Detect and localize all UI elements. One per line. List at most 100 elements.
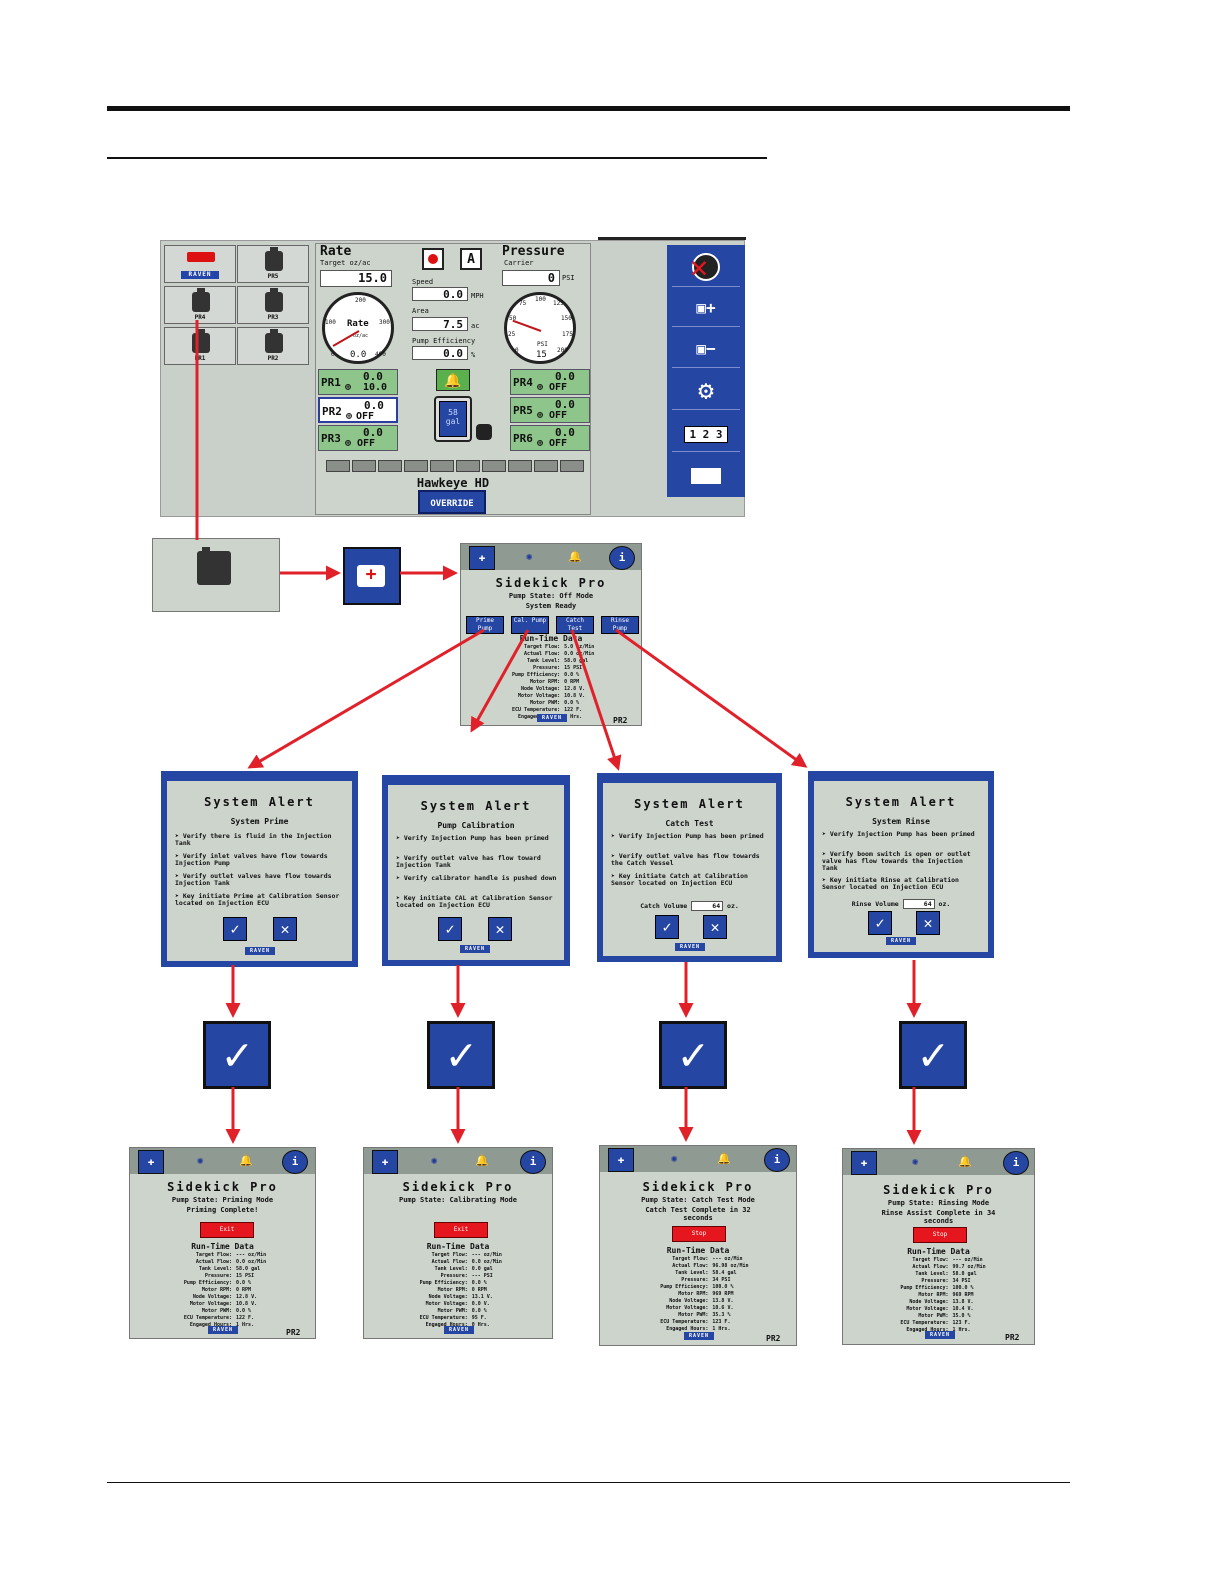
tab-diagnostics[interactable]: ✚ [372,1150,398,1174]
runtime-row: Pressure:34 PSI [608,1277,788,1284]
runtime-value: 1 Hrs. [952,1327,971,1333]
runtime-value: --- PSI [471,1273,493,1279]
tab-spray[interactable]: ✺ [662,1148,686,1170]
settings-gears-icon[interactable]: ⚙ [672,372,740,410]
runtime-value: 0.0 % [471,1308,487,1314]
bell-icon[interactable]: 🔔 [470,1150,494,1172]
cancel-button[interactable]: ✕ [273,917,297,941]
bell-icon[interactable]: 🔔 [563,546,587,568]
pump-state: Pump State: Calibrating Mode [398,1196,517,1204]
alert-body: System Alert System Rinse Verify Injecti… [814,781,988,952]
rate-target-field[interactable]: 15.0 [320,270,392,287]
channel-target: OFF [357,438,376,449]
runtime-key: Engaged Hours: [189,1322,233,1328]
product-button-pr3[interactable]: PR3 [237,286,309,324]
channel-pr3[interactable]: PR3 0.0 ⊕ OFF [318,425,398,451]
cancel-button[interactable]: ✕ [703,915,727,939]
pump-efficiency-field: 0.0 [412,346,468,360]
info-icon[interactable]: i [1003,1151,1029,1175]
runtime-value: 35.0 % [952,1313,971,1319]
prime-pump-button[interactable]: Prime Pump [466,616,504,634]
nozzle-icon[interactable] [672,456,740,494]
tab-diagnostics[interactable]: ✚ [469,546,495,570]
cancel-button[interactable]: ✕ [916,911,940,935]
gauge-tick: 25 [508,331,516,338]
record-icon[interactable] [422,248,444,270]
catch-volume-input[interactable]: 64 [691,901,724,911]
channel-rate: 0.0 [555,398,575,411]
alarm-bell-icon[interactable]: 🔔 [436,369,470,391]
raven-logo: RAVEN [181,271,219,279]
product-button-raven[interactable]: RAVEN [164,245,236,283]
runtime-key: Motor RPM: [530,679,561,685]
carrier-unit: PSI [562,274,575,282]
product-tag: PR2 [766,1334,781,1343]
catch-test-button[interactable]: Catch Test [556,616,594,634]
rinse-volume-input[interactable]: 64 [902,899,935,909]
volume-unit: oz. [727,902,739,910]
exit-button[interactable]: Exit [200,1222,254,1238]
runtime-key: Motor PWM: [530,700,561,706]
stop-button[interactable]: Stop [913,1227,967,1243]
product-button-pr2[interactable]: PR2 [237,327,309,365]
diagnostics-button[interactable] [343,547,401,605]
cancel-button[interactable]: ✕ [488,917,512,941]
pump-remove-icon[interactable]: ▣− [672,330,740,368]
product-button-pr4[interactable]: PR4 [164,286,236,324]
runtime-value: 15 PSI [564,665,583,671]
tab-diagnostics[interactable]: ✚ [138,1150,164,1174]
tab-spray[interactable]: ✺ [517,546,541,568]
pump-add-icon[interactable]: ▣+ [672,289,740,327]
info-icon[interactable]: i [520,1150,546,1174]
channel-pr6[interactable]: PR6 0.0 ⊕ OFF [510,425,590,451]
runtime-key: Motor Voltage: [666,1305,709,1311]
accept-button[interactable]: ✓ [868,911,892,935]
runtime-value: 0.0 V. [471,1301,490,1307]
tab-spray[interactable]: ✺ [903,1151,927,1173]
product-button-pr5[interactable]: PR5 [237,245,309,283]
alert-item: Verify Injection Pump has been primed [611,833,770,840]
runtime-row: Motor PWM:0.0 % [138,1308,307,1315]
pr2-product-button-enlarged[interactable] [152,538,280,612]
status-message: Priming Complete! [186,1206,259,1214]
runtime-key: Tank Level: [675,1270,709,1276]
tab-spray[interactable]: ✺ [422,1150,446,1172]
bell-icon[interactable]: 🔔 [953,1151,977,1173]
counter-icon[interactable]: 1 2 3 [672,414,740,452]
runtime-row: Tank Level:58.4 gal [608,1270,788,1277]
bell-icon[interactable]: 🔔 [234,1150,258,1172]
info-icon[interactable]: i [282,1150,308,1174]
tab-diagnostics[interactable]: ✚ [851,1151,877,1175]
runtime-key: Node Voltage: [520,686,561,692]
accept-button[interactable]: ✓ [655,915,679,939]
pump-icon [192,288,210,312]
channel-pr2[interactable]: PR2 0.0 ⊕ OFF [318,397,398,423]
bell-icon[interactable]: 🔔 [712,1148,736,1170]
alert-item: Verify outlet valves have flow towards I… [175,873,346,887]
gauge-unit: oz/ac [353,333,369,339]
channel-pr1[interactable]: PR1 0.0 ⊕ 10.0 [318,369,398,395]
accept-button[interactable]: ✓ [223,917,247,941]
gauge-label: Rate [347,319,369,329]
accept-button[interactable]: ✓ [438,917,462,941]
runtime-key: Motor RPM: [437,1287,468,1293]
rinse-volume-row: Rinse Volume 64 oz. [814,899,988,909]
stop-button[interactable]: Stop [672,1226,726,1242]
info-icon[interactable]: i [764,1148,790,1172]
alert-item: Key initiate Rinse at Calibration Sensor… [822,877,982,891]
tab-spray[interactable]: ✺ [188,1150,212,1172]
channel-pr5[interactable]: PR5 0.0 ⊕ OFF [510,397,590,423]
auto-mode-icon[interactable]: A [460,248,482,270]
runtime-value: 0 RPM [471,1287,487,1293]
override-button[interactable]: OVERRIDE [418,490,486,514]
runtime-row: Pressure:15 PSI [469,665,633,672]
tab-diagnostics[interactable]: ✚ [608,1148,634,1172]
no-flow-icon[interactable]: ✕ [672,249,740,287]
channel-pr4[interactable]: PR4 0.0 ⊕ OFF [510,369,590,395]
runtime-key: ECU Temperature: [900,1320,949,1326]
info-icon[interactable]: i [609,546,635,570]
exit-button[interactable]: Exit [434,1222,488,1238]
runtime-row: Motor Voltage:10.8 V. [138,1301,307,1308]
cal-pump-button[interactable]: Cal. Pump [511,616,549,634]
